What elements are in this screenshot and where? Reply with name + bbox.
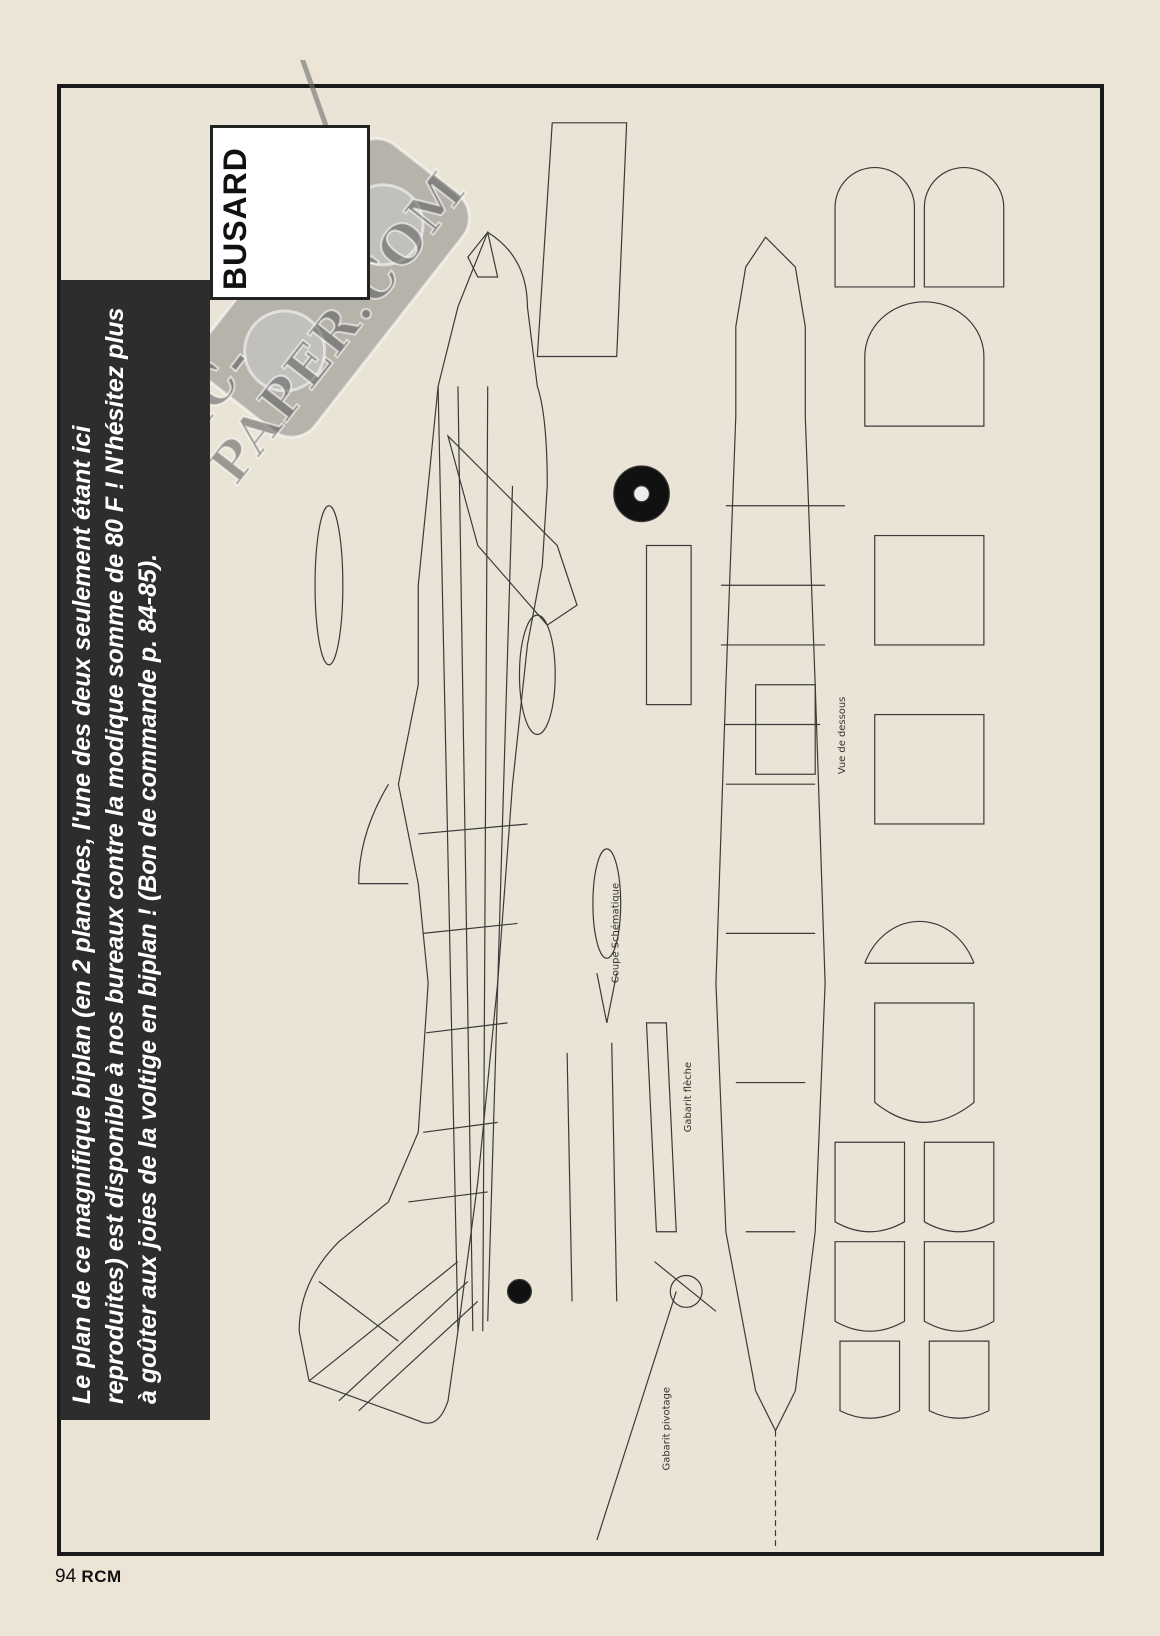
magazine-logo: RCM: [81, 1567, 122, 1586]
label-gabarit-pivotage: Gabarit pivotage: [661, 1387, 672, 1470]
label-vue-de-dessous: Vue de dessous: [837, 697, 848, 775]
wing-planform: [536, 122, 628, 358]
page-footer: 94 RCM: [55, 1566, 122, 1588]
technical-drawing: Coupe Schématique Vue de dessous Gabarit…: [298, 122, 1005, 1551]
side-fuselage-outline: [298, 231, 548, 1424]
caption-banner: Le plan de ce magnifique biplan (en 2 pl…: [60, 280, 210, 1420]
top-fuselage-outline: [715, 236, 826, 1432]
tail-wheel: [506, 1278, 532, 1304]
spinner: [467, 230, 499, 278]
caption-text: Le plan de ce magnifique biplan (en 2 pl…: [68, 307, 162, 1404]
label-coupe-schematique: Coupe Schématique: [610, 883, 622, 983]
label-gabarit-fleche: Gabarit flèche: [682, 1062, 694, 1132]
model-name: BUSARD: [217, 147, 253, 290]
page-number: 94: [55, 1566, 77, 1587]
title-card: BUSARD: [210, 125, 370, 300]
plan-frame: Coupe Schématique Vue de dessous Gabarit…: [57, 84, 1104, 1556]
